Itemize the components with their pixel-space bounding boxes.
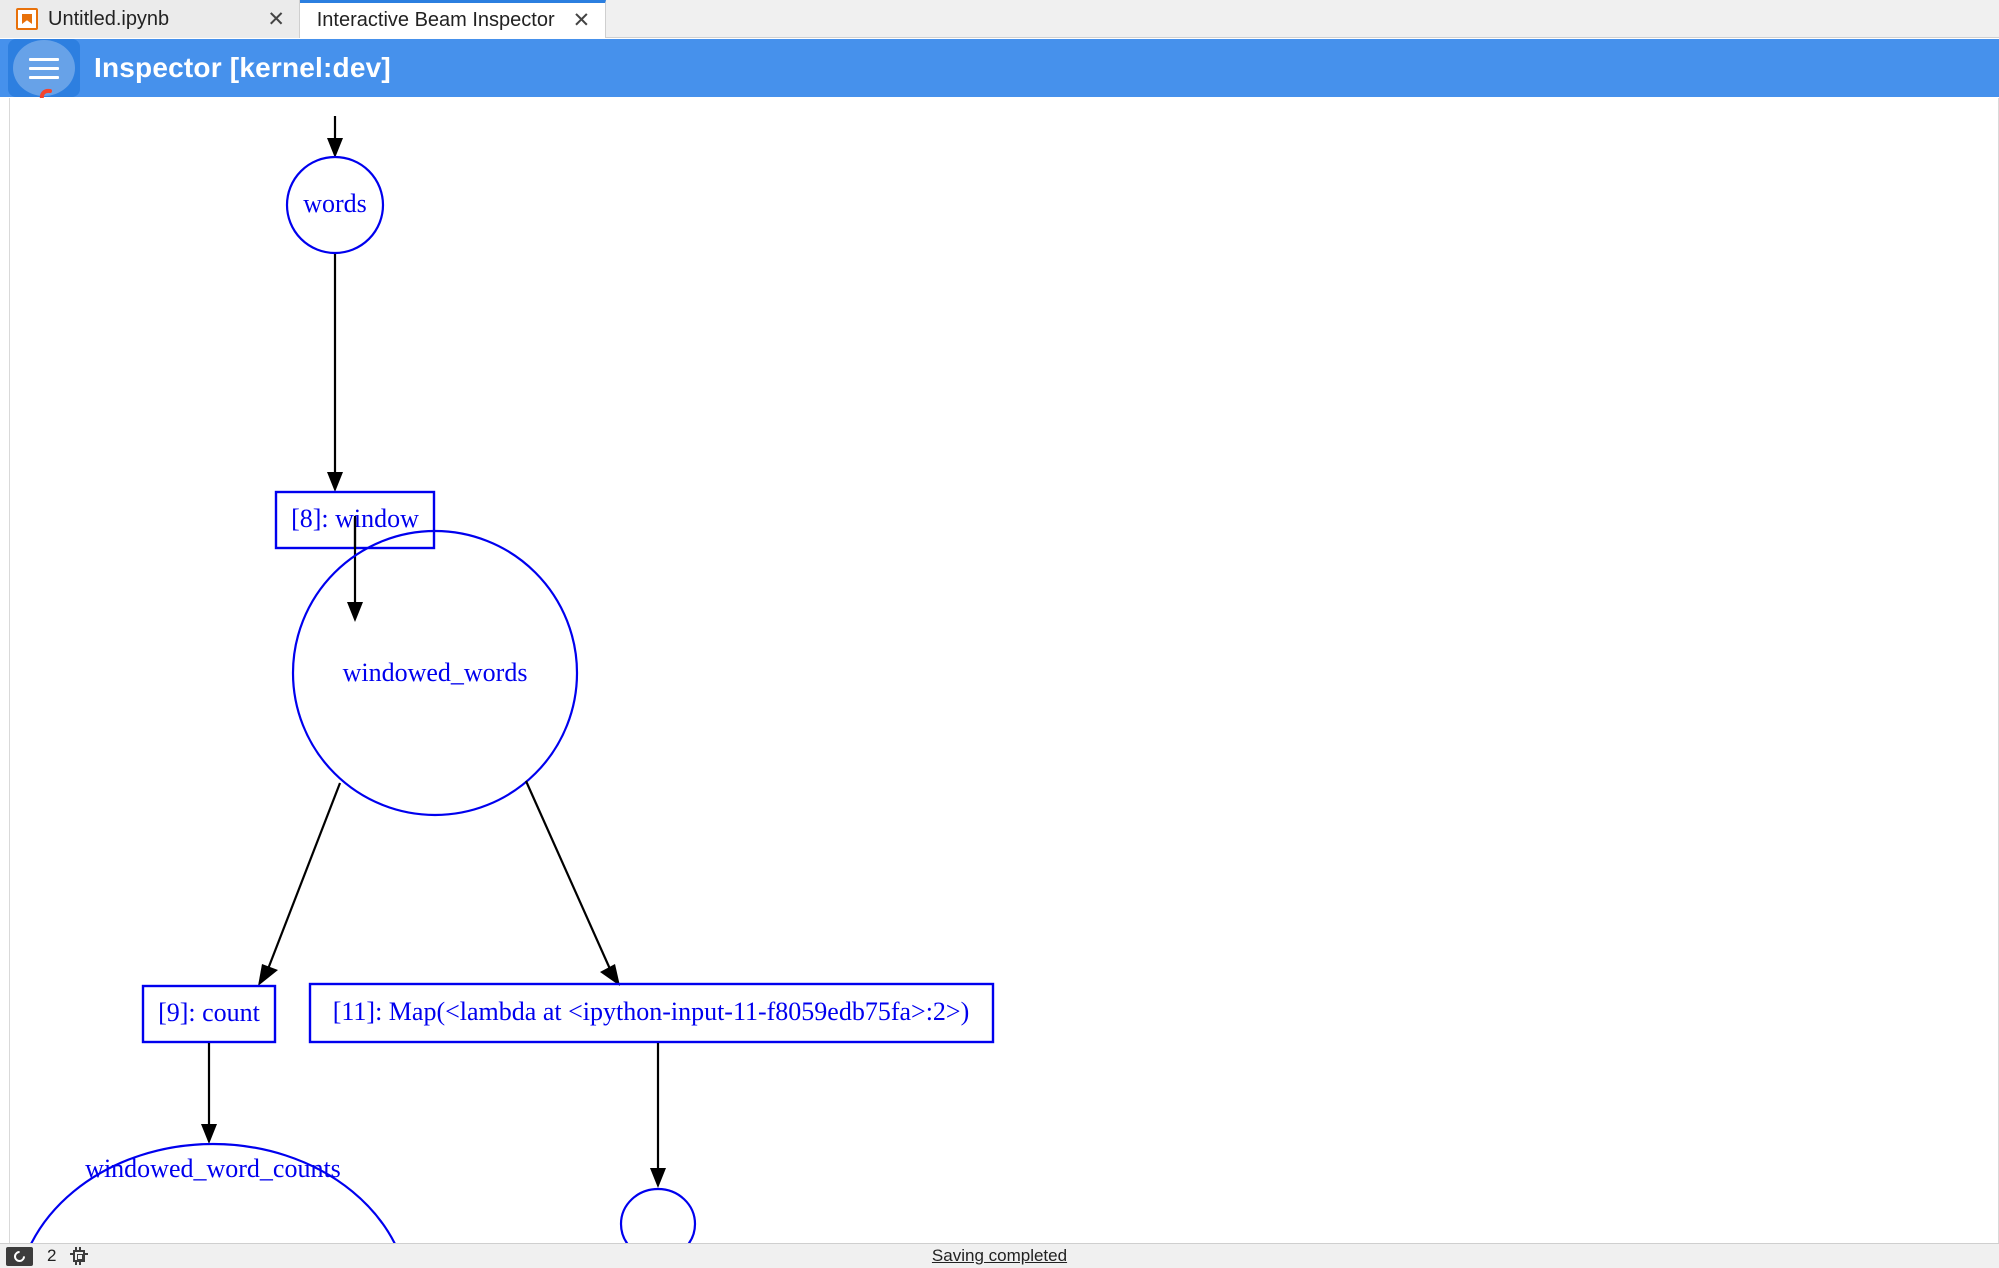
terminal-count: 2 bbox=[47, 1246, 57, 1265]
menu-toggle-button[interactable] bbox=[8, 39, 80, 97]
status-message-wrap: Saving completed bbox=[0, 1246, 1999, 1266]
edge-words-to-window bbox=[327, 254, 343, 492]
edge-window-to-windowed-words bbox=[347, 516, 363, 622]
page-title: Inspector [kernel:dev] bbox=[94, 52, 391, 83]
tab-interactive-beam-inspector[interactable]: Interactive Beam Inspector ✕ bbox=[300, 0, 606, 38]
tab-untitled-ipynb[interactable]: Untitled.ipynb ✕ bbox=[0, 0, 300, 38]
chip-icon[interactable] bbox=[70, 1247, 89, 1265]
edge-count-to-windowed-word-counts bbox=[201, 1043, 217, 1144]
node-label: [11]: Map(<lambda at <ipython-input-11-f… bbox=[333, 997, 970, 1026]
node-label: [9]: count bbox=[158, 998, 261, 1027]
node-result[interactable] bbox=[619, 1187, 697, 1243]
status-left-group: 2 bbox=[0, 1246, 89, 1266]
tab-label: Interactive Beam Inspector bbox=[316, 9, 555, 31]
edge-windowed-words-to-count bbox=[258, 782, 342, 986]
node-label: words bbox=[303, 189, 367, 218]
node-windowed-word-counts[interactable]: windowed_word_counts bbox=[16, 1142, 410, 1243]
close-icon[interactable]: ✕ bbox=[267, 7, 285, 31]
node-words[interactable]: words bbox=[285, 155, 385, 255]
graph-svg: words [8]: window window bbox=[16, 116, 995, 1243]
notebook-icon bbox=[16, 8, 38, 30]
edge-windowed-words-to-map bbox=[524, 780, 620, 986]
edge-map-to-result bbox=[650, 1043, 666, 1188]
tab-label: Untitled.ipynb bbox=[48, 7, 170, 30]
node-label: windowed_words bbox=[343, 658, 528, 687]
kernel-status-icon[interactable] bbox=[6, 1246, 33, 1266]
status-bar: 2 Saving completed bbox=[0, 1243, 1999, 1268]
node-windowed-words[interactable]: windowed_words bbox=[291, 529, 579, 817]
inspector-header bbox=[0, 39, 1999, 97]
hamburger-icon bbox=[13, 40, 75, 96]
node-map-lambda[interactable]: [11]: Map(<lambda at <ipython-input-11-f… bbox=[308, 982, 995, 1044]
node-label: windowed_word_counts bbox=[85, 1154, 341, 1183]
node-count[interactable]: [9]: count bbox=[141, 984, 277, 1044]
tab-bar: Untitled.ipynb ✕ Interactive Beam Inspec… bbox=[0, 0, 1999, 38]
close-icon[interactable]: ✕ bbox=[572, 9, 591, 32]
beam-pipeline-graph[interactable]: words [8]: window window bbox=[9, 98, 1999, 1243]
status-message: Saving completed bbox=[931, 1246, 1068, 1265]
edge-root-to-words bbox=[327, 116, 343, 158]
